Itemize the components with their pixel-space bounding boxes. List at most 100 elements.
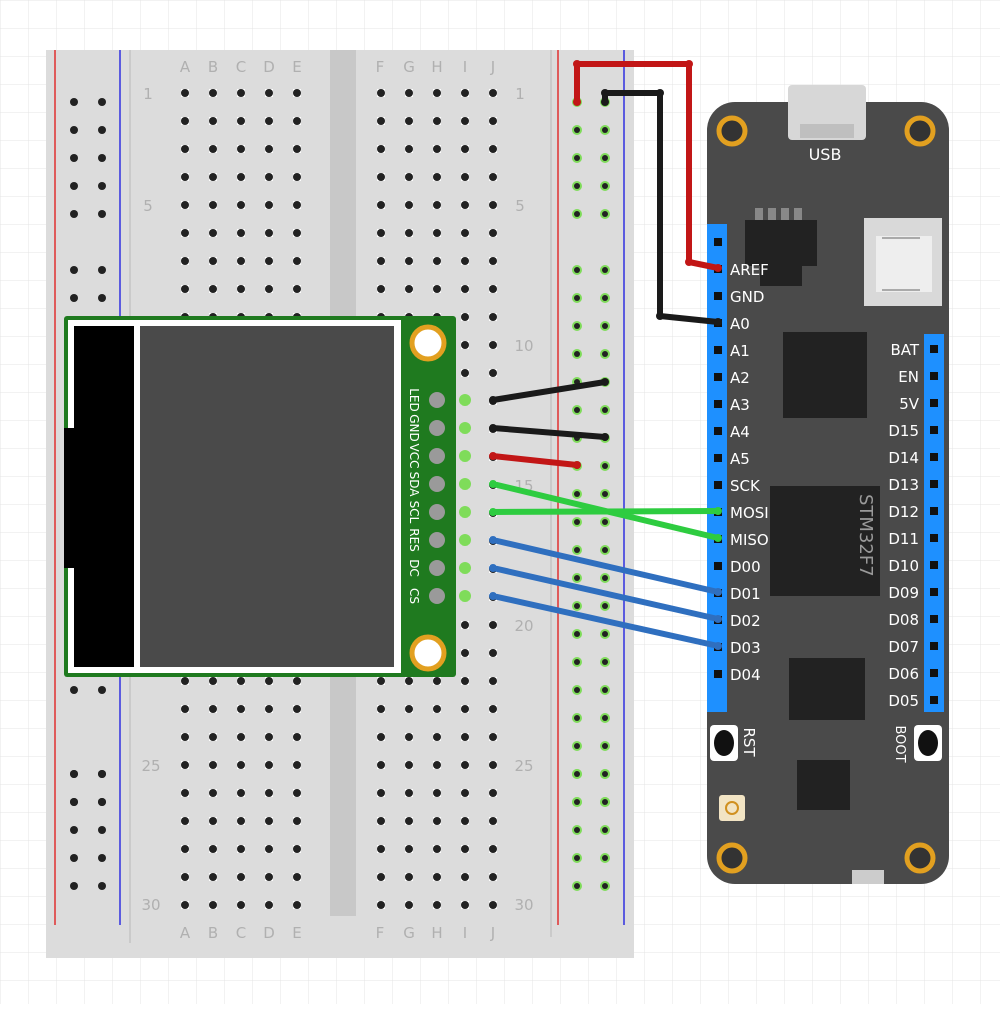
wire-res-d00[interactable] bbox=[490, 537, 721, 595]
rail-hole bbox=[70, 266, 78, 274]
wire-joint bbox=[601, 378, 609, 386]
breadboard-hole-dot bbox=[293, 677, 301, 685]
rail-hole-dot bbox=[602, 603, 608, 609]
breadboard-hole-dot bbox=[265, 89, 273, 97]
header-pin bbox=[714, 292, 722, 300]
breadboard-hole-dot bbox=[237, 845, 245, 853]
breadboard-hole-dot bbox=[377, 705, 385, 713]
rail-hole-dot bbox=[574, 743, 580, 749]
breadboard-hole-dot bbox=[377, 845, 385, 853]
breadboard-hole-dot bbox=[293, 873, 301, 881]
rail-hole-dot bbox=[602, 183, 608, 189]
display-mount-hole-icon bbox=[409, 324, 447, 362]
breadboard-hole-dot bbox=[489, 789, 497, 797]
rail-hole-dot bbox=[574, 827, 580, 833]
breadboard-hole-dot bbox=[433, 257, 441, 265]
breadboard-hole-dot bbox=[293, 145, 301, 153]
pin-label: A4 bbox=[730, 423, 750, 441]
pin-label: A3 bbox=[730, 396, 750, 414]
pin-label: MISO bbox=[730, 531, 769, 549]
breadboard-hole-dot bbox=[405, 789, 413, 797]
breadboard-hole-dot bbox=[461, 201, 469, 209]
display-ribbon-notch bbox=[64, 428, 74, 568]
col-letter: G bbox=[403, 58, 415, 76]
rail-hole bbox=[98, 686, 106, 694]
breadboard-hole-dot bbox=[461, 901, 469, 909]
wire-gnd-gnd[interactable] bbox=[490, 425, 608, 440]
breadboard-hole-dot bbox=[237, 817, 245, 825]
wire-dc-d01[interactable] bbox=[490, 565, 721, 622]
breadboard-hole-dot bbox=[181, 229, 189, 237]
rail-hole-dot bbox=[574, 351, 580, 357]
wire-cs-d02[interactable] bbox=[490, 593, 721, 649]
regulator-pin bbox=[781, 208, 789, 220]
breadboard-hole-dot bbox=[377, 117, 385, 125]
breadboard-hole-dot bbox=[265, 229, 273, 237]
breadboard-hole-dot bbox=[433, 901, 441, 909]
breadboard-hole-dot bbox=[489, 313, 497, 321]
rail-hole-dot bbox=[574, 687, 580, 693]
breadboard-hole-dot bbox=[405, 705, 413, 713]
rail-hole bbox=[98, 266, 106, 274]
breadboard-hole-dot bbox=[209, 145, 217, 153]
breadboard-hole-dot bbox=[405, 845, 413, 853]
breadboard-hole-dot bbox=[237, 201, 245, 209]
boot-button-cap bbox=[918, 730, 938, 756]
breadboard-hole-dot bbox=[489, 621, 497, 629]
rail-hole-dot bbox=[574, 631, 580, 637]
header-pin bbox=[930, 669, 938, 677]
pin-label: D00 bbox=[730, 558, 761, 576]
rail-hole bbox=[70, 826, 78, 834]
breadboard-hole-dot bbox=[461, 89, 469, 97]
breadboard-hole-dot bbox=[405, 145, 413, 153]
connected-hole bbox=[459, 562, 471, 574]
breadboard-hole-dot bbox=[293, 173, 301, 181]
breadboard-hole-dot bbox=[265, 705, 273, 713]
pin-label: D15 bbox=[888, 422, 919, 440]
display-pin bbox=[429, 504, 445, 520]
col-letter: E bbox=[292, 58, 301, 76]
breadboard-hole-dot bbox=[489, 845, 497, 853]
rail-hole-dot bbox=[602, 295, 608, 301]
wire-joint bbox=[489, 452, 497, 460]
breadboard-hole-dot bbox=[293, 229, 301, 237]
rail-hole-dot bbox=[574, 295, 580, 301]
breadboard-hole-dot bbox=[461, 369, 469, 377]
col-letter: B bbox=[208, 924, 218, 942]
wire-joint bbox=[656, 312, 664, 320]
breadboard-hole-dot bbox=[237, 285, 245, 293]
rail-hole-dot bbox=[574, 575, 580, 581]
row-number: 1 bbox=[515, 85, 525, 103]
breadboard-hole-dot bbox=[265, 117, 273, 125]
breadboard-hole-dot bbox=[433, 705, 441, 713]
pin-label: A2 bbox=[730, 369, 750, 387]
breadboard-hole-dot bbox=[181, 145, 189, 153]
breadboard-hole-dot bbox=[237, 145, 245, 153]
breadboard-hole-dot bbox=[489, 145, 497, 153]
wire-joint bbox=[714, 264, 722, 272]
wire-joint bbox=[489, 564, 497, 572]
breadboard-hole-dot bbox=[209, 817, 217, 825]
connected-hole bbox=[459, 590, 471, 602]
breadboard-hole-dot bbox=[405, 201, 413, 209]
breadboard-hole-dot bbox=[461, 285, 469, 293]
breadboard-hole-dot bbox=[209, 901, 217, 909]
chip bbox=[783, 332, 867, 418]
breadboard-hole-dot bbox=[293, 901, 301, 909]
display-pin-label: LED bbox=[407, 388, 421, 412]
pin-label: MOSI bbox=[730, 504, 769, 522]
header-pin bbox=[714, 481, 722, 489]
rail-hole bbox=[70, 686, 78, 694]
connected-hole bbox=[459, 450, 471, 462]
wire-led-gnd[interactable] bbox=[490, 379, 608, 403]
breadboard-hole-dot bbox=[461, 845, 469, 853]
row-number: 30 bbox=[514, 896, 533, 914]
display-pin bbox=[429, 476, 445, 492]
breadboard-hole-dot bbox=[265, 873, 273, 881]
rail-hole-dot bbox=[602, 659, 608, 665]
breadboard-hole-dot bbox=[209, 89, 217, 97]
wire-scl-sck[interactable] bbox=[490, 508, 721, 515]
wire-vcc-vcc[interactable] bbox=[490, 453, 580, 468]
